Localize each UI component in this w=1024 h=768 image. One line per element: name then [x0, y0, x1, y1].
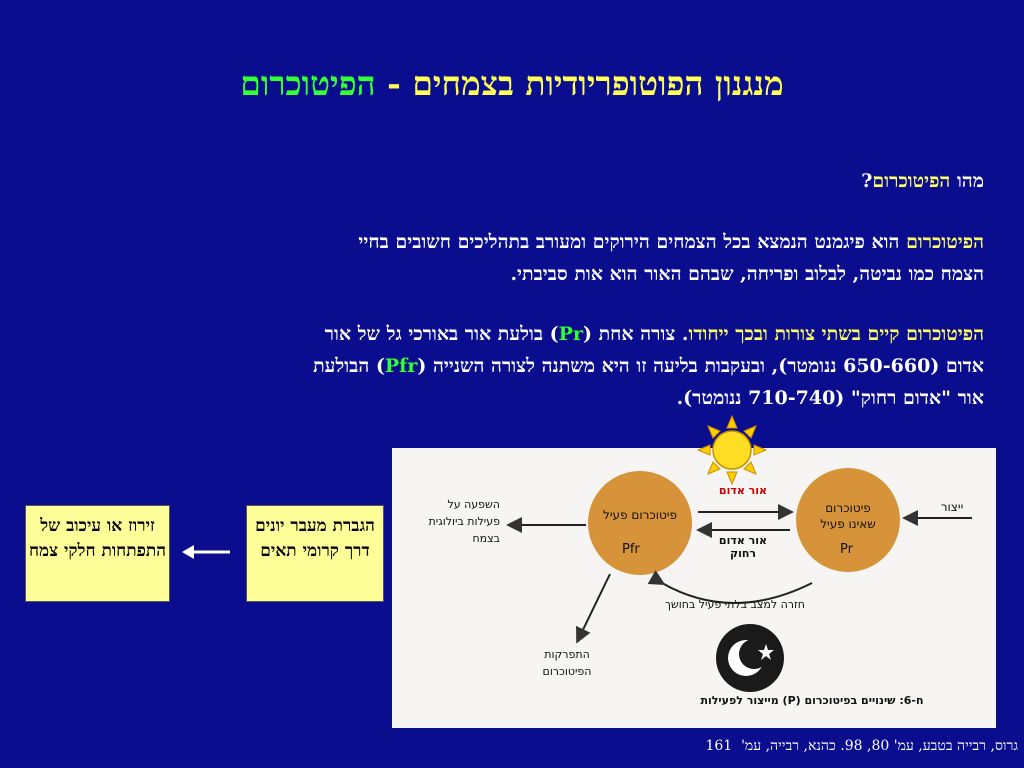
forms-line-2-a: אדום (650-660 ננומטר), ובעקבות בליעה זו … [417, 355, 984, 377]
dark-return-arc [647, 570, 813, 604]
inactive-sub-label: Pr [840, 542, 853, 557]
page-title: מנגנון הפוטופריודיות בצמחים - הפיטוכרום [0, 64, 1024, 104]
definition-line-1: הפיטוכרום הוא פיגמנט הנמצא בכל הצמחים הי… [24, 226, 984, 258]
definition-term: הפיטוכרום [906, 231, 984, 253]
forms-paragraph: הפיטוכרום קיים בשתי צורות ובכך ייחודו. צ… [24, 318, 984, 414]
inactive-phytochrome-circle [796, 468, 900, 572]
forms-line-3: אור "אדום רחוק" (710-740 ננומטר). [676, 387, 984, 409]
forms-term: הפיטוכרום [906, 323, 984, 345]
left-arrow-icon [182, 545, 230, 559]
forms-line-1: הפיטוכרום קיים בשתי צורות ובכך ייחודו. צ… [24, 318, 984, 350]
star-icon [758, 644, 774, 660]
phytochrome-diagram [506, 468, 972, 692]
question-term: הפיטוכרום [872, 170, 951, 192]
forms-line-2-b: ) הבולעת [313, 355, 385, 377]
title-main: מנגנון הפוטופריודיות בצמחים - [375, 64, 784, 103]
pr-label: Pr [558, 323, 583, 345]
forms-line-1-a: . צורה אחת ( [582, 323, 689, 345]
phytochrome-figure: פיטוכרום פעיל Pfr פיטוכרום שאינו פעיל Pr… [392, 448, 996, 728]
source-credit: גרוס, רבייה בטבע, עמ' 80, 98. כהנא, רביי… [628, 738, 1018, 755]
definition-line-2: הצמח כמו נביטה, לבלוב ופריחה, שבהם האור … [510, 263, 984, 285]
active-phytochrome-circle [588, 471, 692, 575]
forms-line-2: אדום (650-660 ננומטר), ובעקבות בליעה זו … [24, 350, 984, 382]
far-red-label: אור אדום רחוק [718, 534, 768, 560]
credit-text: גרוס, רבייה בטבע, עמ' 80, 98. כהנא, רביי… [741, 738, 1018, 754]
production-label: ייצור [940, 500, 964, 514]
red-light-label: אור אדום [718, 484, 768, 497]
credit-page: 161 [705, 738, 733, 754]
ion-transport-box: הגברת מעבר יונים דרך קרומי תאים [246, 505, 384, 602]
influence-label: השפעה על פעילות ביולוגית בצמח [428, 498, 500, 545]
forms-exists: קיים בשתי צורות ובכך ייחודו [688, 323, 907, 345]
definition-paragraph: הפיטוכרום הוא פיגמנט הנמצא בכל הצמחים הי… [24, 226, 984, 290]
growth-effect-box: זירוז או עיכוב של התפתחות חלקי צמח [25, 505, 170, 602]
inactive-label: פיטוכרום שאינו פעיל [820, 501, 876, 531]
decay-label: התפרקות הפיטוכרום [542, 648, 592, 678]
dark-return-label: חזרה למצב בלתי פעיל בחושך [665, 598, 805, 611]
active-sub-label: Pfr [622, 542, 640, 557]
pfr-label: Pfr [384, 355, 418, 377]
question-prefix: מהו [950, 170, 984, 192]
sun-icon [696, 414, 768, 486]
definition-line-1-text: הוא פיגמנט הנמצא בכל הצמחים הירוקים ומעו… [358, 231, 907, 253]
question-suffix: ? [861, 170, 873, 192]
question-line: מהו הפיטוכרום? [861, 165, 984, 197]
figure-caption: ח-6: שינויים בפיטוכרום (P) מייצור לפעילו… [700, 694, 924, 707]
title-accent: הפיטוכרום [240, 64, 376, 103]
active-label: פיטוכרום פעיל [603, 508, 677, 522]
decay-arrow [576, 573, 611, 644]
forms-line-1-b: ) בולעת אור באורכי גל של אור [324, 323, 559, 345]
